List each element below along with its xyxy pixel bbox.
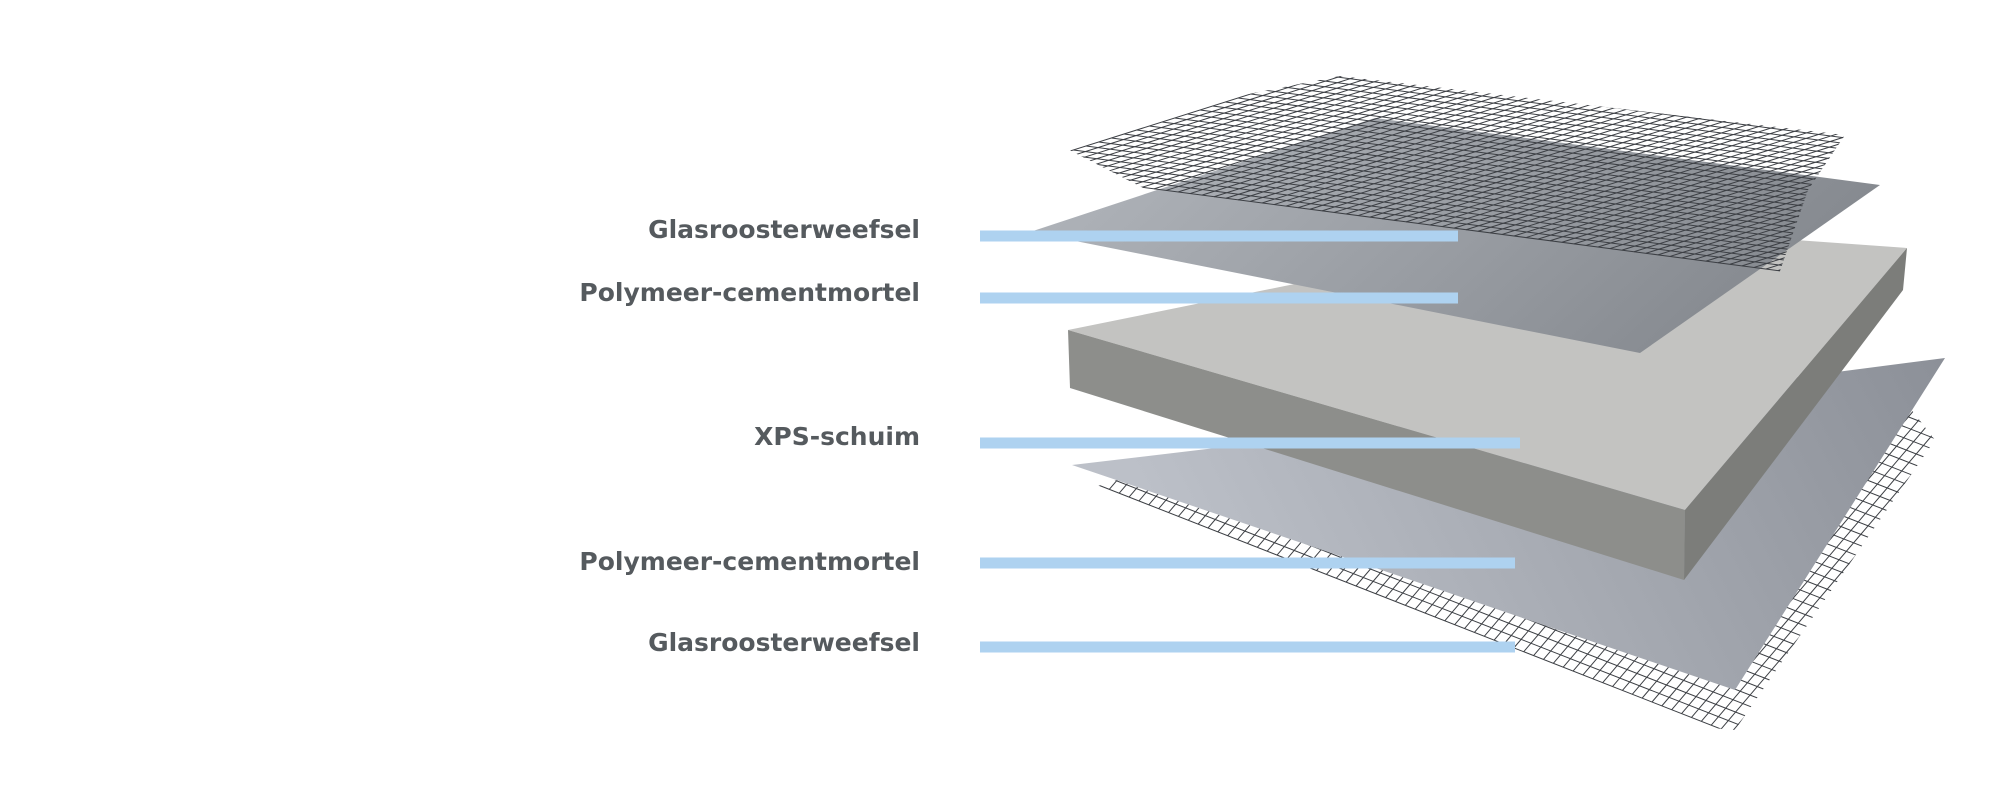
label-top-mortar: Polymeer-cementmortel <box>579 278 920 308</box>
label-bottom-mortar: Polymeer-cementmortel <box>579 547 920 577</box>
label-bottom-glass-mesh: Glasroosterweefsel <box>648 628 920 658</box>
label-xps-foam: XPS-schuim <box>754 422 920 452</box>
label-top-glass-mesh: Glasroosterweefsel <box>648 215 920 245</box>
